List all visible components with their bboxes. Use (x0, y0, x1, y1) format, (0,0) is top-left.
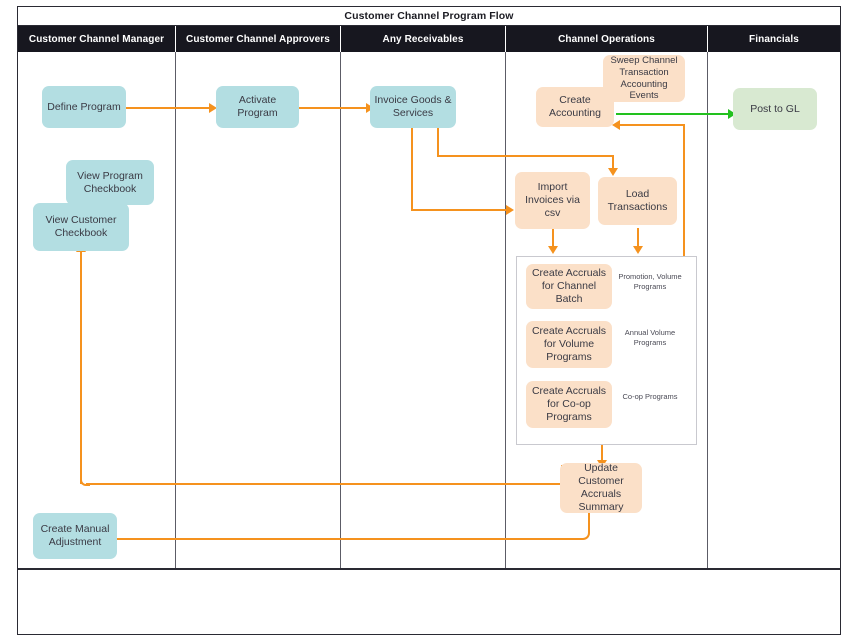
annotation-coop-programs: Co-op Programs (622, 392, 678, 401)
lane-header-divider-2 (340, 26, 341, 52)
node-update-customer-accruals-summary[interactable]: Update Customer Accruals Summary (560, 462, 642, 513)
node-label: View Customer Checkbook (45, 214, 117, 239)
lane-header-financials: Financials (708, 26, 840, 52)
lane-divider-2 (340, 52, 342, 568)
node-view-program-checkbook[interactable]: View Program Checkbook (66, 160, 154, 205)
connector-summary-to-checkbook-v (80, 252, 83, 484)
connector-accruals-feedback-left (620, 124, 685, 127)
arrowhead-to-load-transactions (608, 168, 618, 176)
connector-corner-manual-adj (578, 528, 590, 540)
lane-divider-3 (505, 52, 507, 568)
node-label: Create Accruals for Volume Programs (531, 325, 607, 363)
node-post-to-gl[interactable]: Post to GL (733, 88, 817, 130)
arrowhead-import-to-accruals (548, 246, 558, 254)
lane-header-band (18, 26, 840, 52)
connector-activate-to-invoice (299, 107, 367, 110)
node-activate-program[interactable]: Activate Program (216, 86, 299, 128)
node-import-invoices-via-csv[interactable]: Import Invoices via csv (515, 172, 590, 229)
annotation-channel-batch: Promotion, Volume Programs (618, 272, 682, 291)
diagram-frame (17, 6, 841, 635)
arrowhead-feedback-to-create-accounting (612, 120, 620, 130)
connector-manual-adj-h (117, 538, 581, 541)
connector-down-to-load (612, 155, 615, 170)
node-define-program[interactable]: Define Program (42, 86, 126, 128)
node-create-accounting[interactable]: Create Accounting (536, 87, 614, 127)
node-label: Create Accruals for Channel Batch (531, 267, 607, 305)
lane-header-divider-4 (707, 26, 708, 52)
node-view-customer-checkbook[interactable]: View Customer Checkbook (33, 203, 129, 251)
node-label: Create Accounting (549, 94, 601, 119)
lane-header-channel-operations: Channel Operations (506, 26, 707, 52)
node-label: Activate Program (237, 94, 278, 119)
node-label: Load Transactions (607, 188, 668, 213)
connector-manual-adj-v (588, 512, 591, 532)
node-label: View Program Checkbook (77, 169, 143, 195)
lane-divider-1 (175, 52, 177, 568)
connector-create-accounting-to-post-gl (616, 113, 730, 116)
lane-label: Any Receivables (382, 33, 464, 45)
node-create-accruals-for-channel-batch[interactable]: Create Accruals for Channel Batch (526, 264, 612, 309)
lane-label: Channel Operations (558, 33, 655, 45)
arrowhead-load-to-accruals (633, 246, 643, 254)
arrowhead-to-post-to-gl (728, 109, 736, 119)
accruals-group-container (516, 256, 697, 445)
arrowhead-define-to-activate (209, 103, 217, 113)
node-label: Invoice Goods & Services (374, 94, 452, 119)
legend-strip: Legend Process Scheduled Process Financi… (18, 570, 840, 634)
connector-corner-checkbook (80, 476, 90, 486)
node-label: Create Manual Adjustment (40, 523, 110, 548)
lane-divider-4 (707, 52, 709, 568)
lane-header-divider-1 (175, 26, 176, 52)
lane-header-customer-channel-approvers: Customer Channel Approvers (176, 26, 340, 52)
connector-invoice-down-1 (411, 128, 414, 210)
connector-summary-to-checkbook-h (86, 483, 563, 486)
node-label: Update Customer Accruals Summary (578, 462, 624, 513)
connector-invoice-to-import (411, 209, 507, 212)
node-label: Post to GL (750, 102, 800, 115)
node-label: Create Accruals for Co-op Programs (531, 385, 607, 423)
node-label: Define Program (47, 100, 121, 113)
connector-invoice-down-2 (437, 128, 440, 156)
node-sweep-channel-transaction-accounting-events[interactable]: Sweep Channel Transaction Accounting Eve… (603, 55, 685, 102)
connector-invoice-across (437, 155, 614, 158)
lane-label: Financials (749, 33, 799, 45)
connector-load-down (637, 228, 640, 248)
lane-label: Customer Channel Manager (28, 33, 165, 45)
node-create-manual-adjustment[interactable]: Create Manual Adjustment (33, 513, 117, 559)
annotation-volume-programs: Annual Volume Programs (624, 328, 676, 347)
lane-header-customer-channel-manager: Customer Channel Manager (18, 26, 175, 52)
node-create-accruals-for-coop-programs[interactable]: Create Accruals for Co-op Programs (526, 381, 612, 428)
node-create-accruals-for-volume-programs[interactable]: Create Accruals for Volume Programs (526, 321, 612, 368)
arrowhead-invoice-to-import (506, 205, 514, 215)
lane-header-any-receivables: Any Receivables (341, 26, 505, 52)
diagram-title: Customer Channel Program Flow (344, 10, 514, 22)
lane-label: Customer Channel Approvers (186, 33, 330, 45)
diagram-title-bar: Customer Channel Program Flow (18, 7, 840, 26)
node-label: Import Invoices via csv (525, 181, 580, 219)
connector-accruals-feedback-up (683, 124, 686, 256)
lane-bottom-divider (18, 568, 840, 570)
connector-import-down (552, 228, 555, 248)
lane-header-divider-3 (505, 26, 506, 52)
node-load-transactions[interactable]: Load Transactions (598, 177, 677, 225)
connector-accruals-to-summary (601, 445, 604, 463)
node-label: Sweep Channel Transaction Accounting Eve… (610, 55, 678, 102)
connector-define-to-activate (126, 107, 210, 110)
node-invoice-goods-and-services[interactable]: Invoice Goods & Services (370, 86, 456, 128)
